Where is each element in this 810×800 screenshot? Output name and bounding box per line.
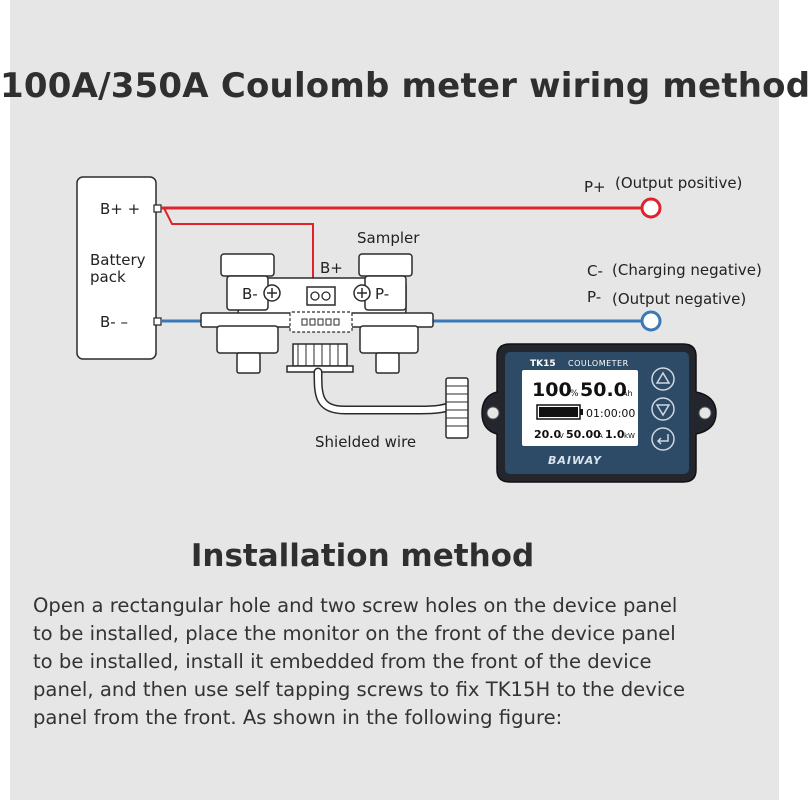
battery-gauge-fill <box>539 407 578 417</box>
meter-enter-button[interactable] <box>651 427 675 451</box>
sampler-bplus-label: B+ <box>320 259 343 277</box>
meter-power-unit: kW <box>624 432 635 440</box>
screw-icon <box>263 284 281 302</box>
battery-label-line1: Battery <box>90 251 146 269</box>
meter-up-button[interactable] <box>651 367 675 391</box>
battery-negative-terminal <box>153 317 162 326</box>
meter-down-button[interactable] <box>651 397 675 421</box>
charging-negative-desc: (Charging negative) <box>612 261 762 279</box>
battery-pack <box>76 176 157 360</box>
coulomb-meter: TK15 COULOMETER 100 % 50.0 Ah 01:00:00 2… <box>481 343 717 483</box>
battery-negative-label: B- – <box>100 313 128 331</box>
battery-gauge-tip <box>580 409 583 415</box>
output-positive-terminal <box>640 197 662 219</box>
output-negative-desc: (Output negative) <box>612 290 746 308</box>
triangle-up-icon <box>655 371 671 384</box>
battery-positive-label: B+ + <box>100 200 140 218</box>
page-title: 100A/350A Coulomb meter wiring method <box>0 66 810 106</box>
meter-voltage-unit: V <box>559 432 564 440</box>
installation-text: Open a rectangular hole and two screw ho… <box>33 594 686 729</box>
meter-capacity-unit: Ah <box>622 389 633 398</box>
meter-model: TK15 <box>530 359 556 369</box>
meter-percent-unit: % <box>570 389 579 399</box>
meter-current-unit: A <box>598 432 603 440</box>
meter-current: 50.00 <box>566 428 601 441</box>
meter-time: 01:00:00 <box>586 407 635 420</box>
output-negative-label: P- <box>587 288 601 306</box>
meter-plug <box>445 377 469 439</box>
sampler <box>200 253 434 374</box>
triangle-down-icon <box>655 404 671 417</box>
mount-hole-icon <box>486 406 500 420</box>
output-positive-desc: (Output positive) <box>615 174 742 192</box>
sampler-label: Sampler <box>357 229 420 247</box>
meter-power: 1.0 <box>605 428 625 441</box>
output-negative-terminal <box>640 310 662 332</box>
charging-negative-label: C- <box>587 262 603 280</box>
meter-capacity: 50.0 <box>580 379 627 401</box>
wiring-diagram: Battery pack B+ + B- – <box>76 174 762 483</box>
sampler-pminus-label: P- <box>375 285 389 303</box>
installation-heading: Installation method <box>190 538 535 574</box>
battery-positive-terminal <box>153 204 162 213</box>
meter-percent: 100 <box>532 379 572 401</box>
output-positive-label: P+ <box>584 178 606 196</box>
shielded-wire-label: Shielded wire <box>315 433 416 451</box>
mount-hole-icon <box>698 406 712 420</box>
battery-label-line2: pack <box>90 268 126 286</box>
shielded-wire <box>313 367 457 415</box>
meter-header: COULOMETER <box>568 359 629 368</box>
sampler-bminus-label: B- <box>242 285 258 303</box>
sampler-bplus-wire <box>163 207 314 296</box>
enter-arrow-icon <box>656 434 669 445</box>
meter-brand: BAIWAY <box>548 454 602 467</box>
screw-icon <box>353 284 371 302</box>
meter-voltage: 20.0 <box>534 428 561 441</box>
